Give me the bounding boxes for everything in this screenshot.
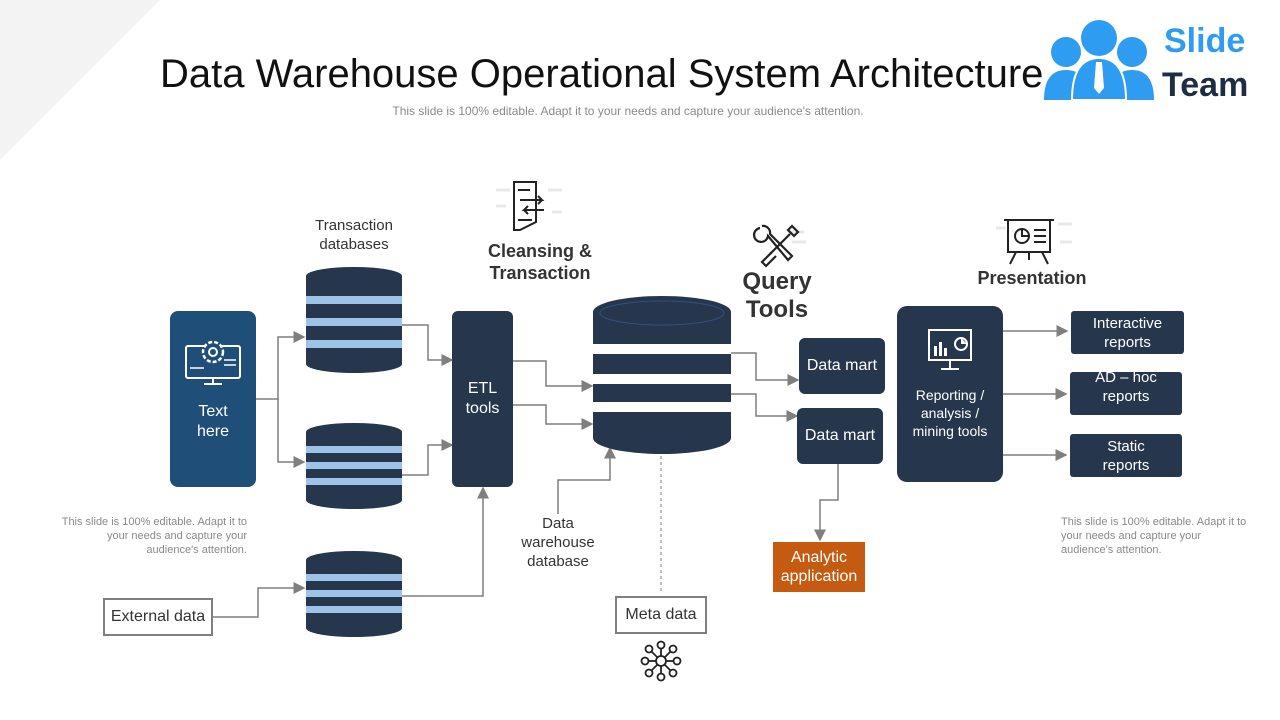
analytics-monitor-icon xyxy=(928,329,972,370)
page-subtitle: This slide is 100% editable. Adapt it to… xyxy=(392,104,864,118)
meta-data-box: Meta data xyxy=(615,596,707,634)
data-warehouse-icon xyxy=(593,296,731,454)
logo-text-team: Team xyxy=(1162,66,1249,104)
output-box-static: Static reports xyxy=(1070,434,1182,477)
output-box-adhoc: AD – hoc reports xyxy=(1070,372,1182,415)
monitor-gear-icon xyxy=(185,340,241,385)
slideteam-logo-icon xyxy=(1044,20,1154,101)
external-database-icon xyxy=(306,551,402,637)
presentation-board-icon xyxy=(996,219,1072,265)
corner-decoration xyxy=(0,0,160,160)
output-label-static: Static reports xyxy=(1102,437,1150,474)
transaction-database-icon xyxy=(306,423,402,509)
analytic-application-box: Analytic application xyxy=(773,542,865,592)
presentation-label: Presentation xyxy=(977,268,1087,288)
external-data-box: External data xyxy=(103,598,213,636)
cleansing-label: Cleansing & Transaction xyxy=(487,241,593,283)
data-warehouse-label: Data warehouse database xyxy=(521,515,595,570)
transaction-databases-label: Transaction databases xyxy=(315,217,393,253)
data-mart-box-1: Data mart xyxy=(799,338,885,394)
output-box-interactive: Interactive reports xyxy=(1071,311,1184,354)
reporting-box: Reporting / analysis / mining tools xyxy=(897,306,1003,482)
note-left: This slide is 100% editable. Adapt it to… xyxy=(61,516,247,556)
data-mart-box-2: Data mart xyxy=(797,408,883,464)
source-box: Text here xyxy=(170,311,256,487)
reporting-label: Reporting / analysis / mining tools xyxy=(912,387,988,439)
logo-text-slide: Slide xyxy=(1164,22,1246,60)
transaction-database-icon xyxy=(306,267,402,373)
etl-tools-box: ETL tools xyxy=(452,311,513,487)
note-right: This slide is 100% editable. Adapt it to… xyxy=(1061,516,1247,556)
document-transfer-icon xyxy=(496,181,562,231)
page-title: Data Warehouse Operational System Archit… xyxy=(160,52,1044,96)
output-label-adhoc: AD – hoc reports xyxy=(1095,372,1157,405)
tools-icon xyxy=(753,224,806,268)
query-tools-label: Query Tools xyxy=(742,268,812,323)
source-label: Text here xyxy=(196,403,230,440)
network-icon xyxy=(640,640,682,682)
